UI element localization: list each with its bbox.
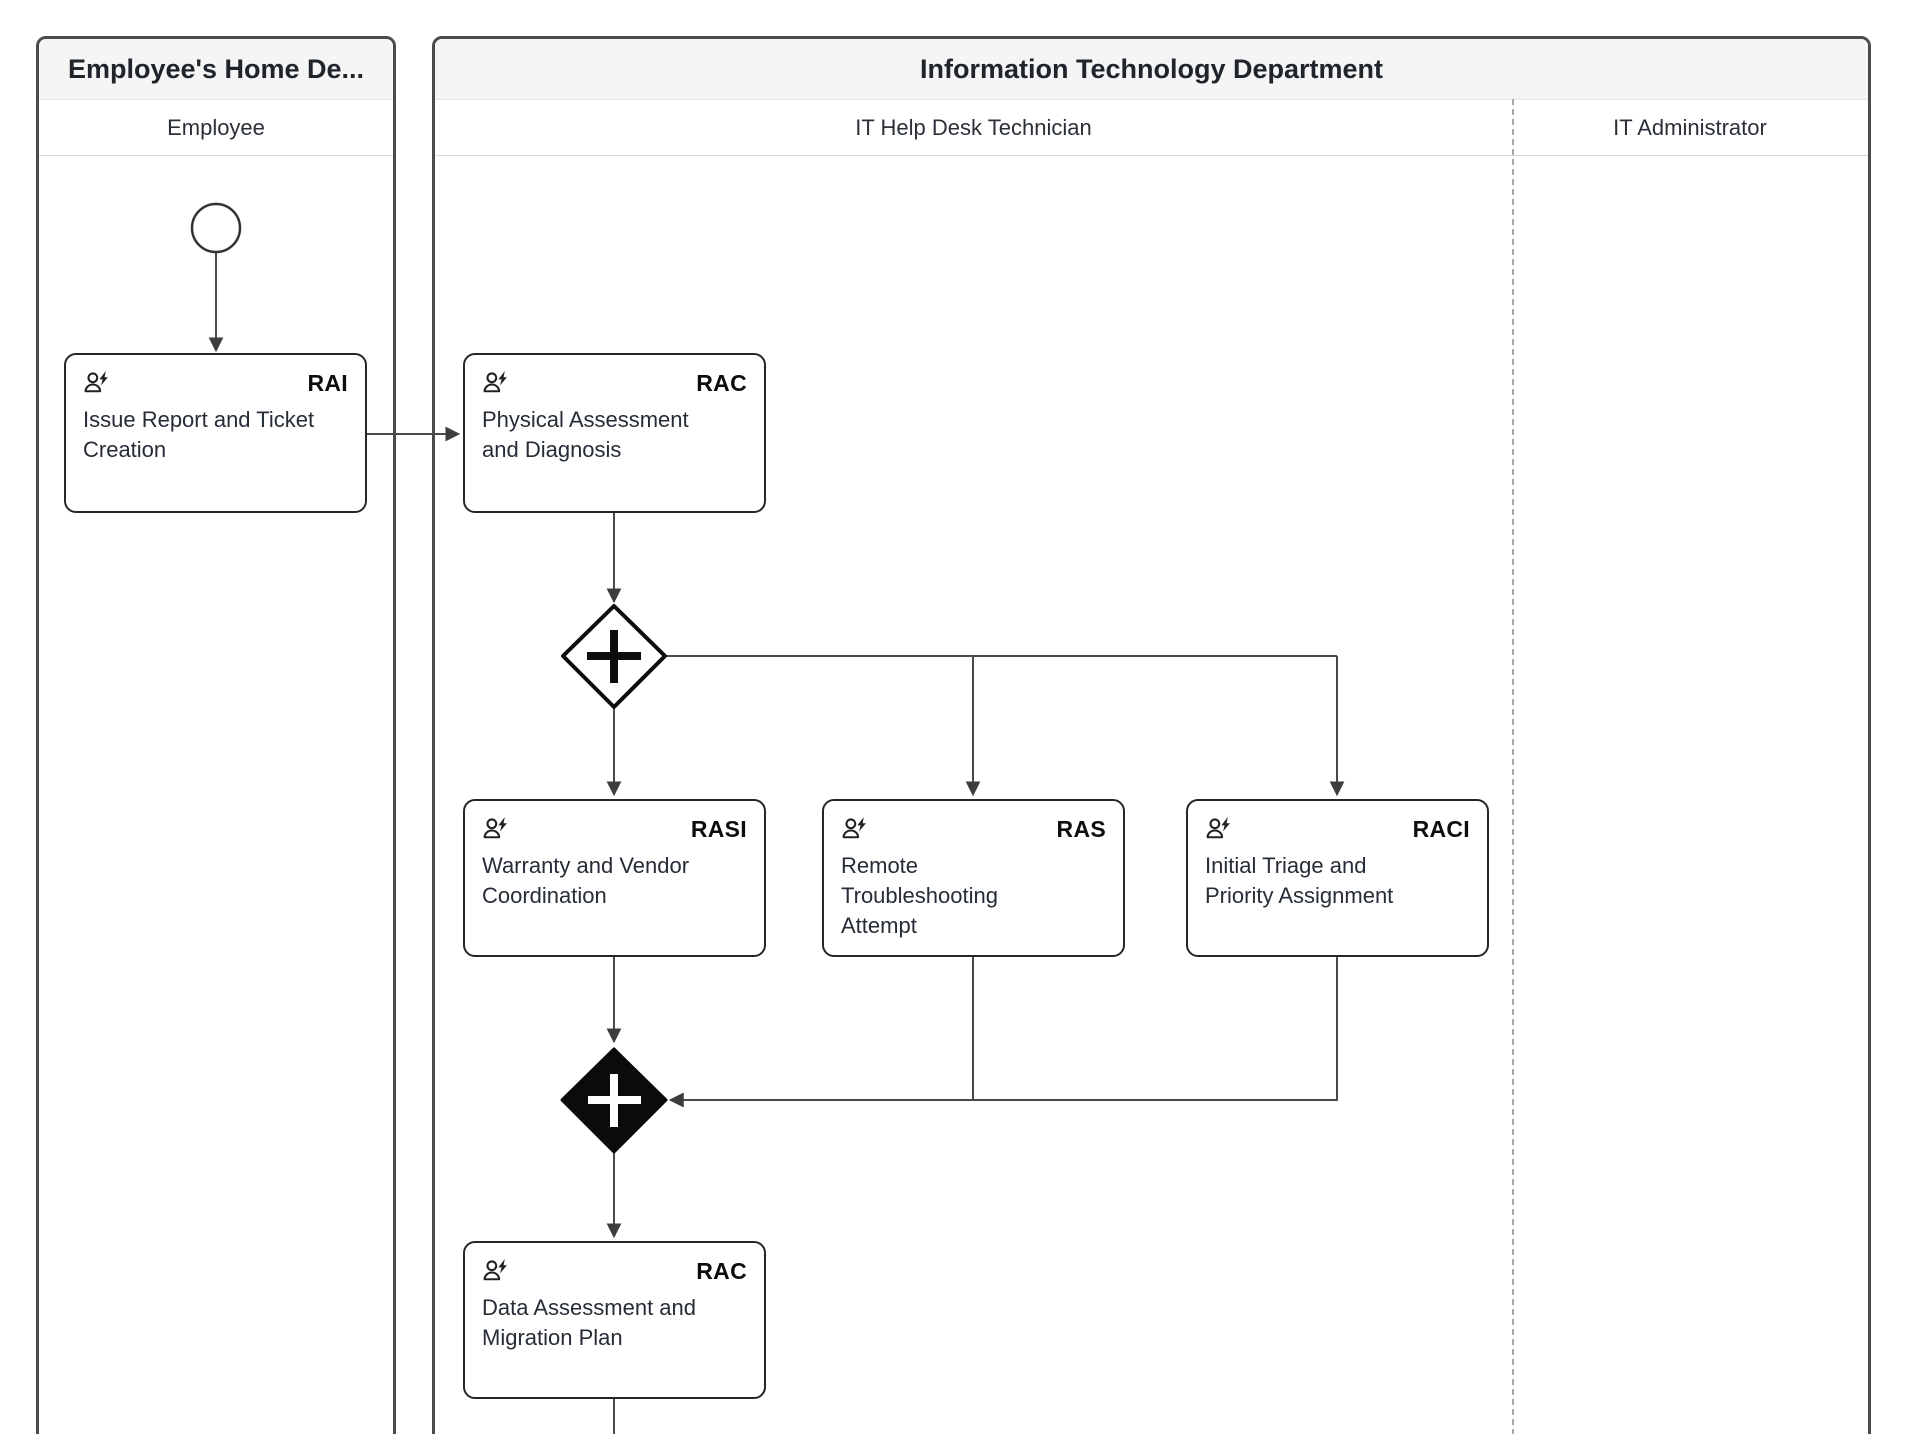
lane-row-right: IT Help Desk Technician IT Administrator: [435, 100, 1868, 156]
task-label: Issue Report and Ticket Creation: [83, 407, 315, 462]
lane-row-left: Employee: [39, 100, 393, 156]
task-label: Warranty and Vendor Coordination: [482, 853, 690, 908]
task-warranty-and-vendor-coordination[interactable]: RASI Warranty and Vendor Coordination: [463, 799, 766, 957]
raci-badge: RAC: [696, 1258, 747, 1284]
task-label: Initial Triage and Priority Assignment: [1205, 853, 1394, 908]
lane-divider: [1512, 99, 1514, 1434]
raci-badge: RAC: [696, 370, 747, 396]
user-task-icon: [841, 816, 869, 844]
user-task-icon: [482, 816, 510, 844]
raci-badge: RAI: [307, 370, 348, 396]
user-task-icon: [1205, 816, 1233, 844]
lane-label-it-administrator: IT Administrator: [1613, 114, 1767, 140]
task-initial-triage-and-priority-assignment[interactable]: RACI Initial Triage and Priority Assignm…: [1186, 799, 1489, 957]
pool-title-employee-home-dept: Employee's Home De...: [39, 39, 393, 100]
task-label: Remote Troubleshooting Attempt: [841, 853, 998, 938]
raci-badge: RASI: [690, 816, 747, 842]
user-task-icon: [83, 370, 111, 398]
task-label: Data Assessment and Migration Plan: [482, 1295, 697, 1350]
task-data-assessment-and-migration-plan[interactable]: RAC Data Assessment and Migration Plan: [463, 1241, 766, 1399]
task-physical-assessment-and-diagnosis[interactable]: RAC Physical Assessment and Diagnosis: [463, 353, 766, 513]
user-task-icon: [482, 370, 510, 398]
pool-employee-home-dept[interactable]: Employee's Home De... Employee: [36, 36, 396, 1434]
task-issue-report-and-ticket-creation[interactable]: RAI Issue Report and Ticket Creation: [64, 353, 367, 513]
raci-badge: RAS: [1056, 816, 1106, 842]
task-remote-troubleshooting-attempt[interactable]: RAS Remote Troubleshooting Attempt: [822, 799, 1125, 957]
task-label: Physical Assessment and Diagnosis: [482, 407, 689, 462]
pool-it-department[interactable]: Information Technology Department IT Hel…: [432, 36, 1871, 1434]
lane-label-it-help-desk-technician: IT Help Desk Technician: [855, 114, 1092, 140]
lane-label-employee: Employee: [167, 114, 265, 140]
pool-title-it-department: Information Technology Department: [435, 39, 1868, 100]
user-task-icon: [482, 1258, 510, 1286]
raci-badge: RACI: [1412, 816, 1470, 842]
